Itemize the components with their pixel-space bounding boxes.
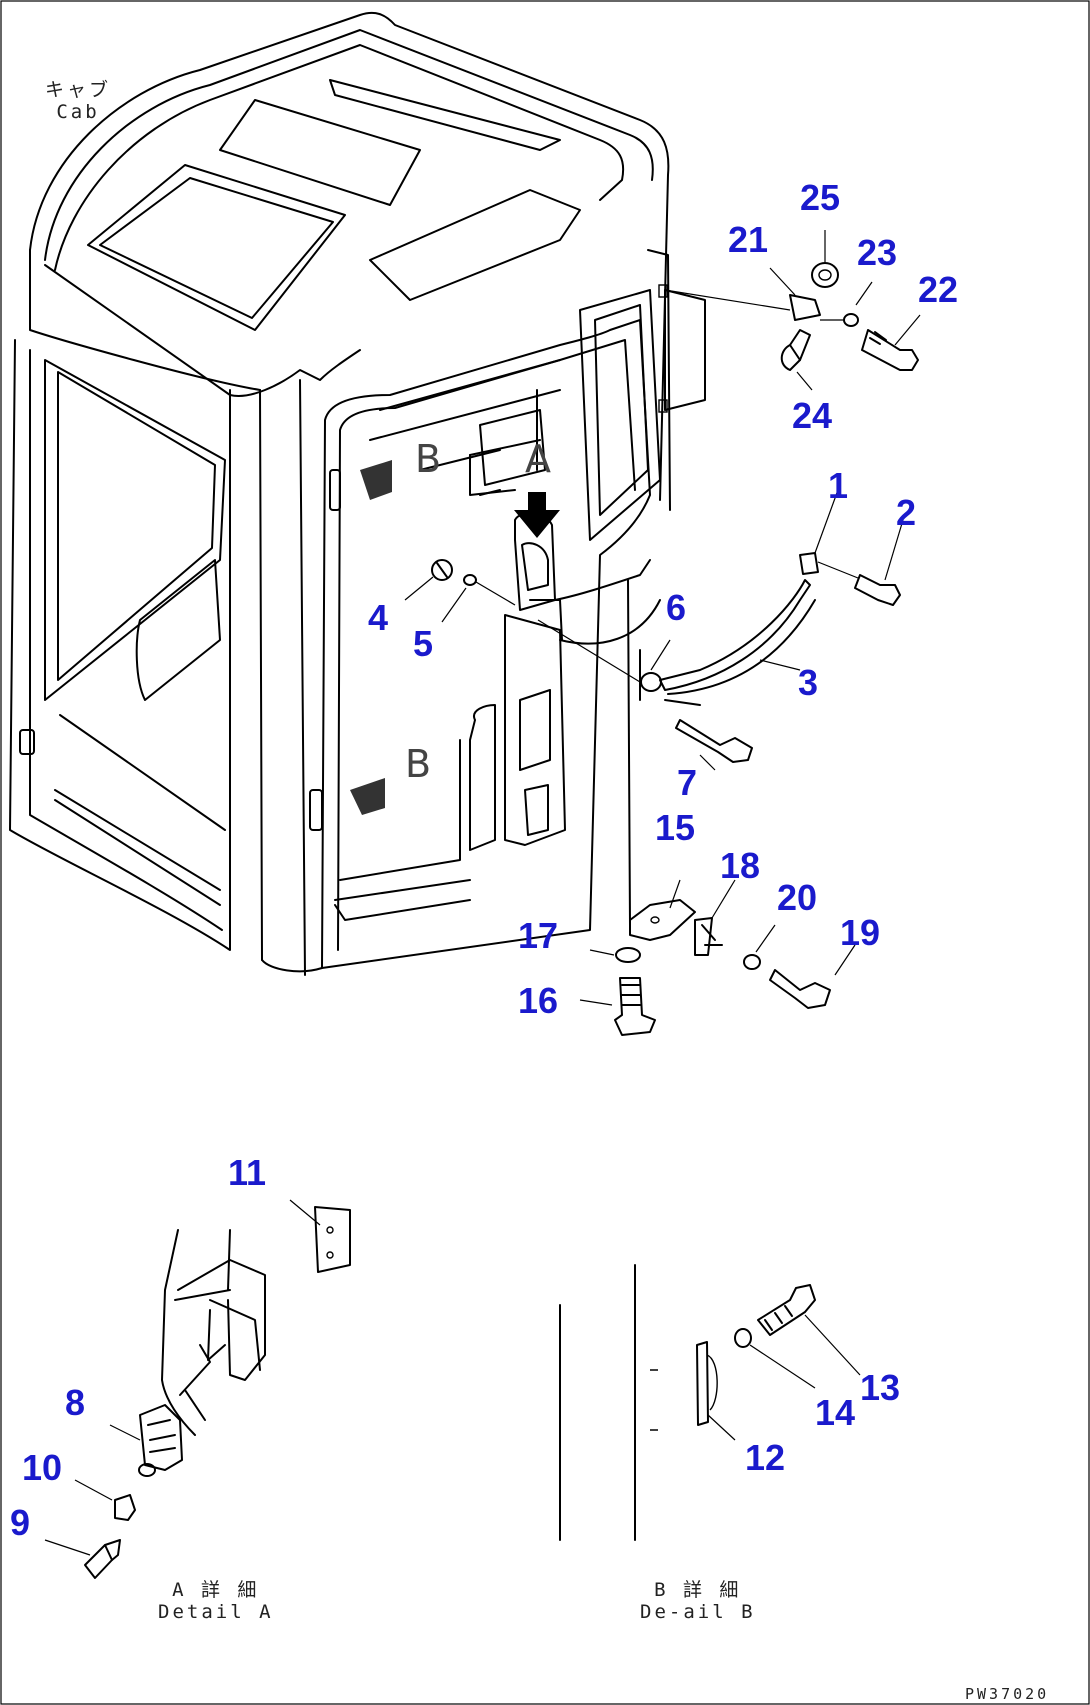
callout-9: 9 bbox=[10, 1502, 31, 1543]
detail-b-drawing bbox=[559, 1264, 861, 1541]
callout-25: 25 bbox=[800, 177, 841, 218]
cab-label-jp: キャブ bbox=[45, 79, 112, 101]
callout-4: 4 bbox=[368, 597, 389, 638]
callout-6: 6 bbox=[666, 587, 687, 628]
view-label-b-lower: B bbox=[405, 742, 432, 786]
view-label-b-top: B bbox=[415, 437, 442, 481]
callout-17: 17 bbox=[518, 915, 559, 956]
callout-20: 20 bbox=[777, 877, 818, 918]
callout-12: 12 bbox=[745, 1437, 786, 1478]
callout-24: 24 bbox=[792, 395, 833, 436]
callout-22: 22 bbox=[918, 269, 959, 310]
callout-8: 8 bbox=[65, 1382, 86, 1423]
callout-14: 14 bbox=[815, 1392, 856, 1433]
detail-a-label-jp: A 詳 細 bbox=[172, 1579, 260, 1601]
view-arrow-icon bbox=[350, 460, 392, 815]
cab-label-en: Cab bbox=[56, 100, 100, 123]
arrow-down-icon bbox=[514, 492, 560, 538]
parts-lower bbox=[579, 879, 856, 1036]
callout-11: 11 bbox=[228, 1152, 267, 1193]
callout-23: 23 bbox=[857, 232, 898, 273]
parts-upper bbox=[404, 230, 921, 771]
detail-a-drawing bbox=[44, 1199, 351, 1579]
callout-10: 10 bbox=[22, 1447, 63, 1488]
drawing-code: PW37020 bbox=[965, 1685, 1050, 1703]
callout-1: 1 bbox=[828, 465, 849, 506]
cab-caption: キャブ Cab bbox=[45, 79, 112, 124]
detail-b-label-jp: B 詳 細 bbox=[654, 1579, 742, 1601]
callout-19: 19 bbox=[840, 912, 881, 953]
cab-drawing bbox=[9, 11, 706, 976]
callout-18: 18 bbox=[720, 845, 761, 886]
callout-3: 3 bbox=[798, 662, 819, 703]
detail-a-label-en: Detail A bbox=[158, 1600, 274, 1623]
detail-b-label-en: De-ail B bbox=[640, 1600, 756, 1623]
callout-2: 2 bbox=[896, 492, 917, 533]
callout-7: 7 bbox=[677, 762, 698, 803]
callout-21: 21 bbox=[728, 219, 769, 260]
detail-a-caption: A 詳 細 Detail A bbox=[158, 1579, 274, 1624]
detail-b-caption: B 詳 細 De-ail B bbox=[640, 1579, 756, 1624]
callout-13: 13 bbox=[860, 1367, 901, 1408]
view-label-a: A bbox=[525, 437, 551, 481]
callout-16: 16 bbox=[518, 980, 559, 1021]
callout-15: 15 bbox=[655, 807, 696, 848]
callout-5: 5 bbox=[413, 623, 434, 664]
